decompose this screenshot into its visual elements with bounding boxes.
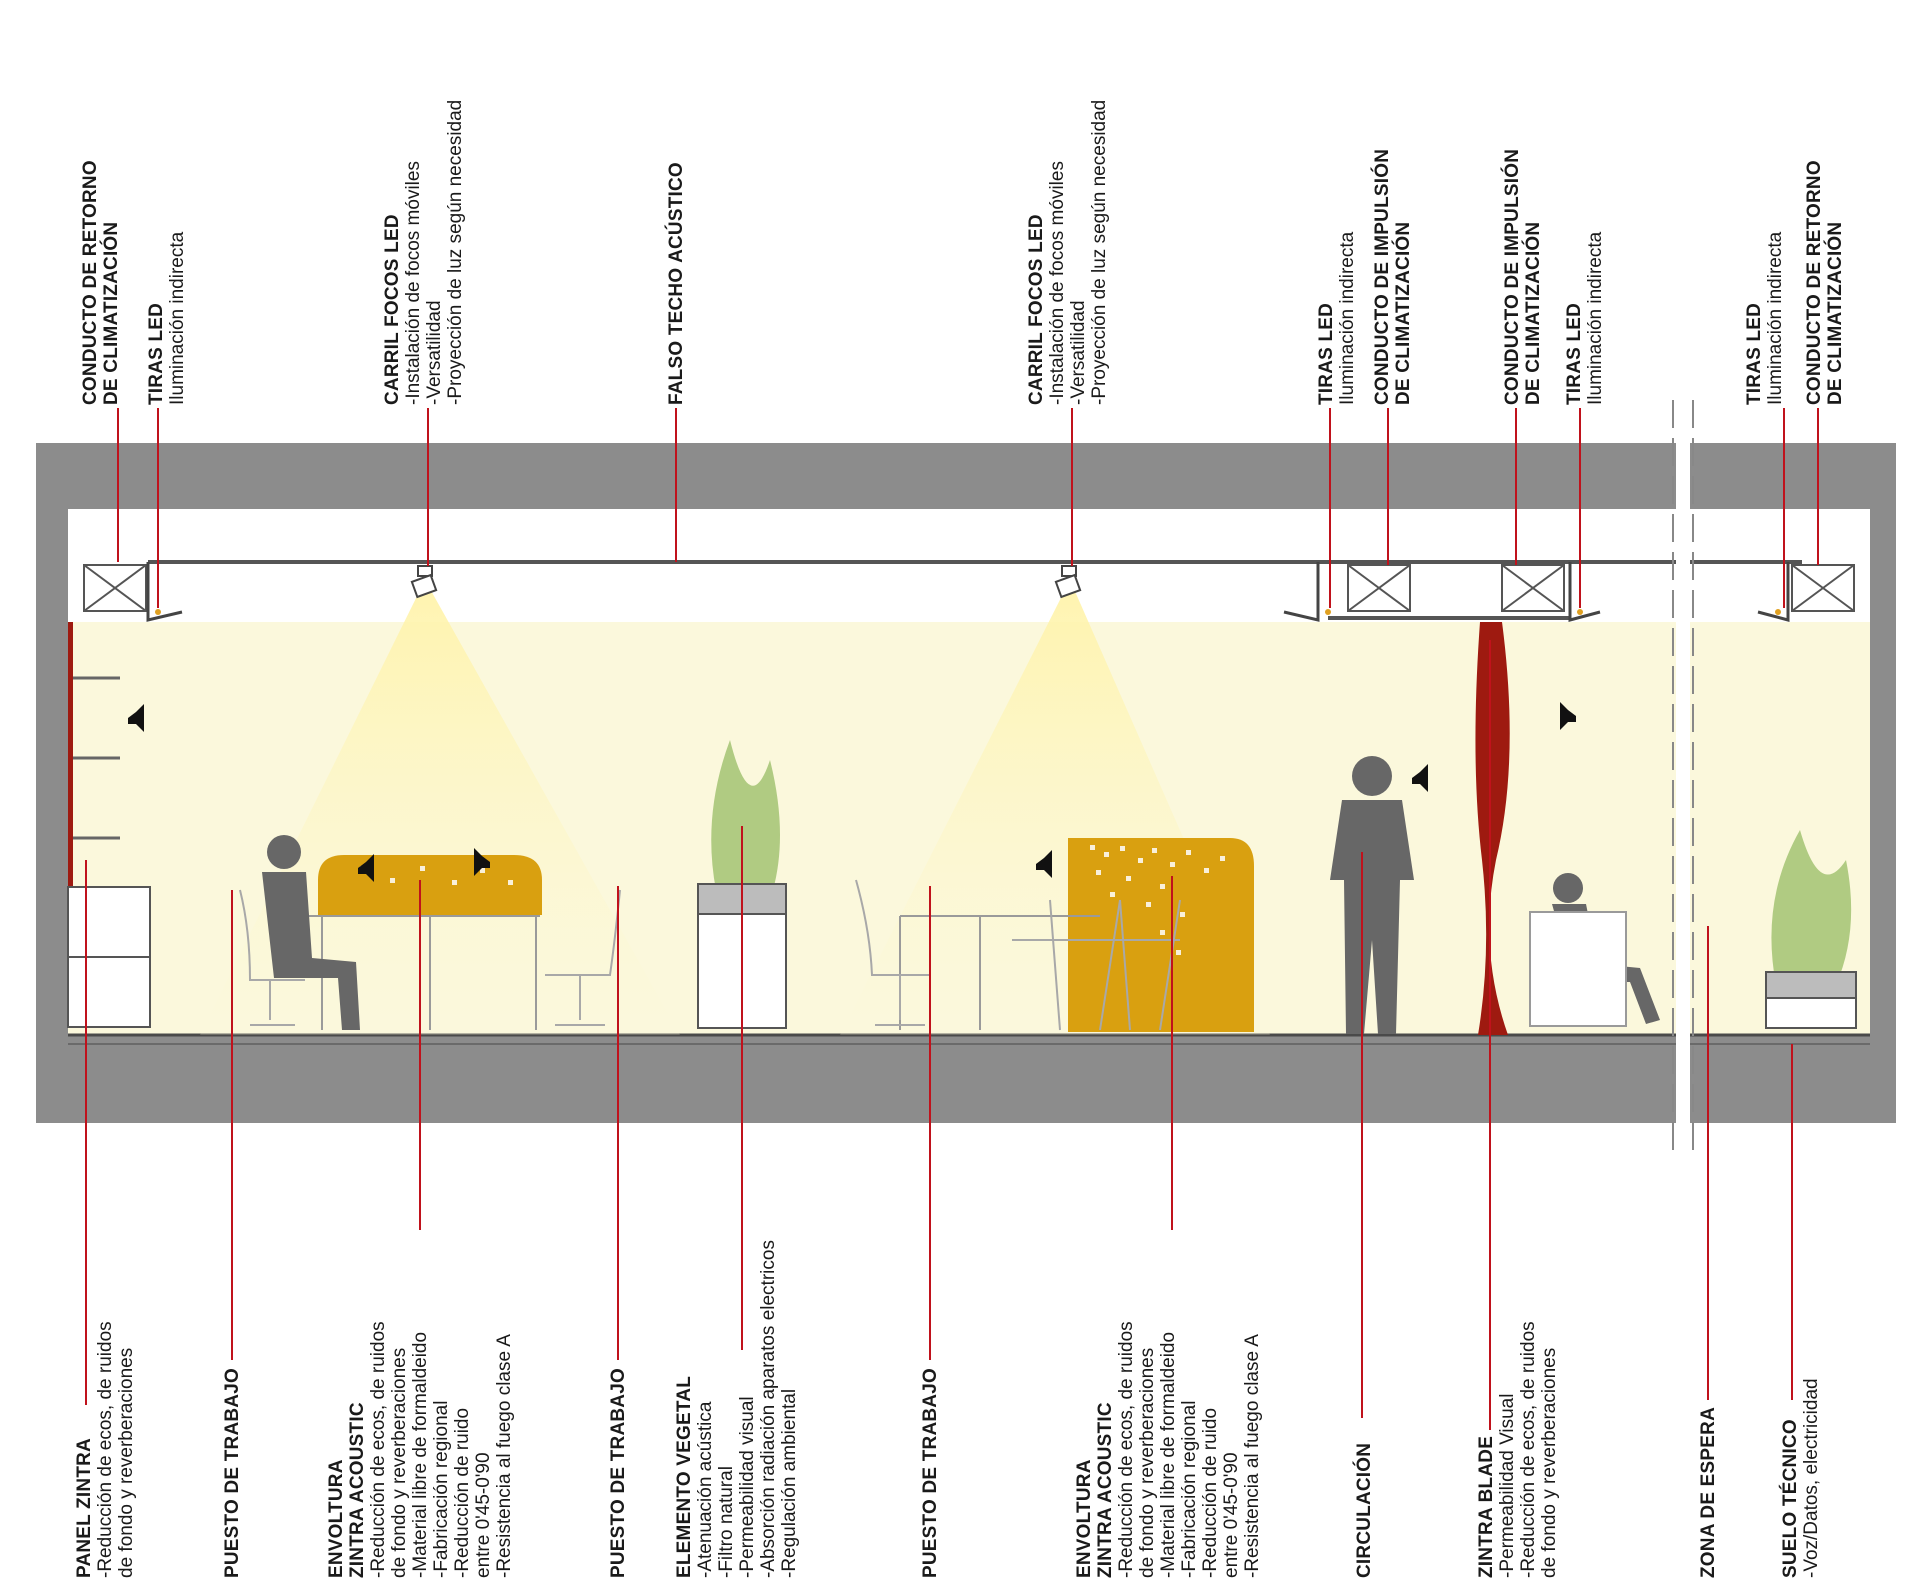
- leader-lines: [85, 408, 1819, 1430]
- waiting-seat: [1529, 911, 1627, 1027]
- label-falso-techo: FALSO TECHO ACÚSTICO: [666, 162, 687, 405]
- plant-icon: [1765, 830, 1857, 1029]
- zintra-blade: [1475, 622, 1510, 1035]
- duct-icon: [1501, 564, 1565, 612]
- label-elemento-vegetal: ELEMENTO VEGETAL -Atenuación acústica-Fi…: [674, 1240, 800, 1578]
- break-gap: [1676, 400, 1690, 1160]
- label-carril-focos-2: CARRIL FOCOS LED-Instalación de focos mó…: [1026, 99, 1110, 405]
- led-spot-icon: [410, 565, 438, 599]
- ceiling-void: [68, 509, 1870, 622]
- duct-icon: [1791, 564, 1855, 612]
- duct-icon: [83, 564, 147, 612]
- person-icon: [262, 835, 360, 1030]
- desks: [300, 915, 1100, 1030]
- chairs: [239, 879, 1181, 1031]
- ducts: [83, 564, 1855, 612]
- duct-icon: [1347, 564, 1411, 612]
- acoustic-envelopes: [318, 838, 1254, 1032]
- speaker-icon: [128, 702, 1576, 882]
- led-spot-icon: [1054, 565, 1082, 599]
- label-circulacion: CIRCULACIÓN: [1354, 1442, 1375, 1578]
- label-puesto-trabajo-3: PUESTO DE TRABAJO: [920, 1368, 941, 1578]
- zintra-panel: [67, 622, 151, 1028]
- label-puesto-trabajo-1: PUESTO DE TRABAJO: [222, 1368, 243, 1578]
- led-spots: [410, 565, 1082, 599]
- label-zona-espera: ZONA DE ESPERA: [1698, 1406, 1719, 1578]
- label-panel-zintra: PANEL ZINTRA-Reducción de ecos, de ruido…: [74, 1321, 137, 1578]
- label-carril-focos-1: CARRIL FOCOS LED-Instalación de focos mó…: [382, 99, 466, 405]
- label-puesto-trabajo-2: PUESTO DE TRABAJO: [608, 1368, 629, 1578]
- structure: [36, 400, 1896, 1160]
- led-strips: [146, 562, 1790, 622]
- label-zintra-blade: ZINTRA BLADE -Permeabilidad Visual-Reduc…: [1476, 1321, 1560, 1578]
- person-icon: [1330, 756, 1414, 1034]
- label-suelo-tecnico: SUELO TÉCNICO-Voz/Datos, electricidad: [1780, 1378, 1822, 1578]
